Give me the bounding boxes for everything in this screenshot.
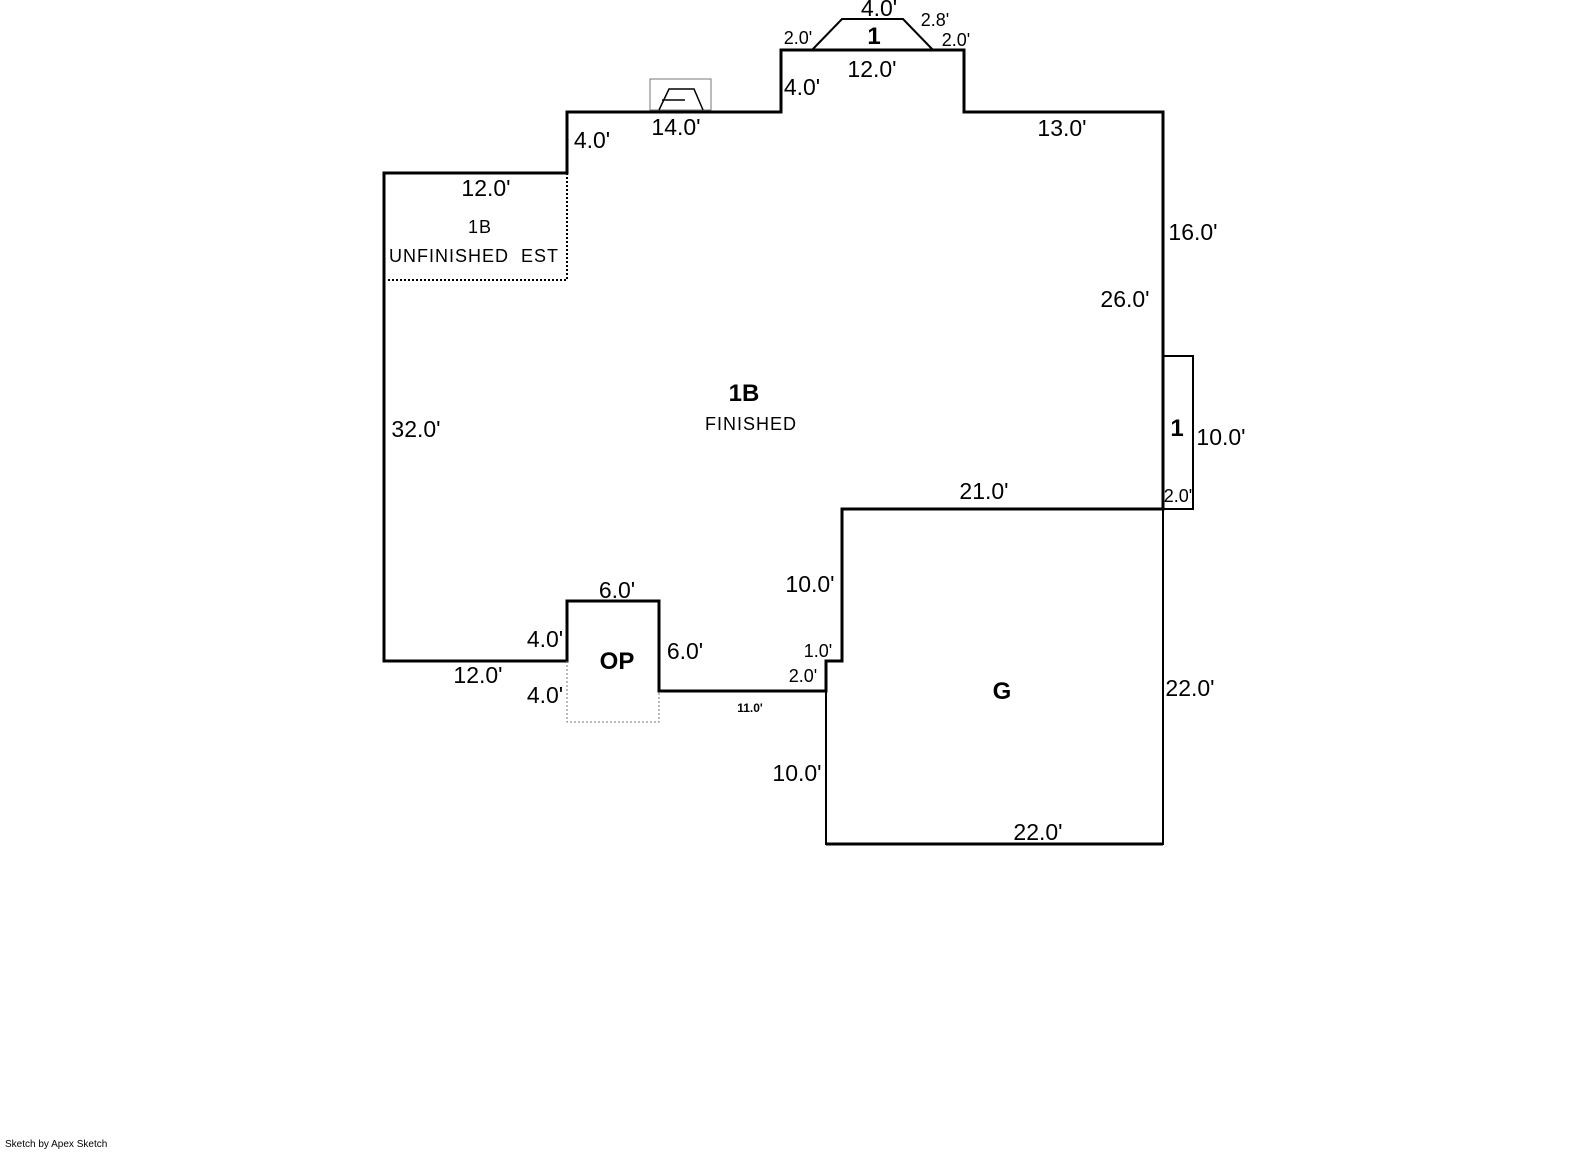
area-code-bay: 1 [867, 23, 880, 50]
porch-lower-boundary [566, 661, 660, 723]
dim-garage-bottom: 22.0' [1013, 819, 1062, 845]
bump-outline [1163, 355, 1194, 510]
dim-top-mid: 14.0' [651, 114, 700, 140]
dim-garage-top: 21.0' [959, 478, 1008, 504]
area-code-bump: 1 [1170, 415, 1183, 442]
dim-bay-wall: 4.0' [784, 74, 820, 100]
dim-bottom-mid: 11.0' [737, 701, 763, 715]
dim-right-main: 26.0' [1100, 286, 1149, 312]
dim-bay-base: 12.0' [847, 56, 896, 82]
area-label-main: FINISHED [705, 414, 797, 434]
dim-bay-right-diag: 2.8' [921, 10, 949, 30]
area-code-porch: OP [600, 648, 635, 675]
dim-garage-left-upper: 10.0' [785, 571, 834, 597]
dim-porch-top: 6.0' [599, 577, 635, 603]
dim-jog-1: 1.0' [804, 641, 832, 661]
area-code-main: 1B [729, 380, 760, 407]
area-code-unfinished: 1B [468, 217, 492, 237]
dim-top-right: 13.0' [1037, 115, 1086, 141]
main-outline [382, 48, 1165, 693]
dim-porch-left-lower: 4.0' [527, 682, 563, 708]
dim-jog-2: 2.0' [789, 666, 817, 686]
fireplace-icon [649, 78, 712, 111]
dim-porch-left-upper: 4.0' [527, 626, 563, 652]
dim-bay-left: 2.0' [784, 28, 812, 48]
dim-porch-right: 6.0' [667, 638, 703, 664]
dim-bay-top: 4.0' [861, 0, 897, 21]
dim-left-side: 32.0' [391, 416, 440, 442]
area-code-garage: G [993, 678, 1012, 705]
sketch-credit: Sketch by Apex Sketch [5, 1139, 108, 1150]
dim-garage-right: 22.0' [1165, 675, 1214, 701]
dim-unfinished-top: 12.0' [461, 175, 510, 201]
bay-window-outline [811, 18, 934, 51]
area-label-unfinished: UNFINISHED EST [389, 246, 559, 266]
dim-bay-right: 2.0' [942, 30, 970, 50]
dim-bump-width: 2.0' [1164, 486, 1192, 506]
dim-garage-left-lower: 10.0' [772, 760, 821, 786]
dim-top-left-step: 4.0' [574, 127, 610, 153]
dim-bottom-left: 12.0' [453, 662, 502, 688]
garage-outline [825, 509, 1164, 845]
dim-right-upper: 16.0' [1168, 219, 1217, 245]
dim-bump-height: 10.0' [1196, 424, 1245, 450]
